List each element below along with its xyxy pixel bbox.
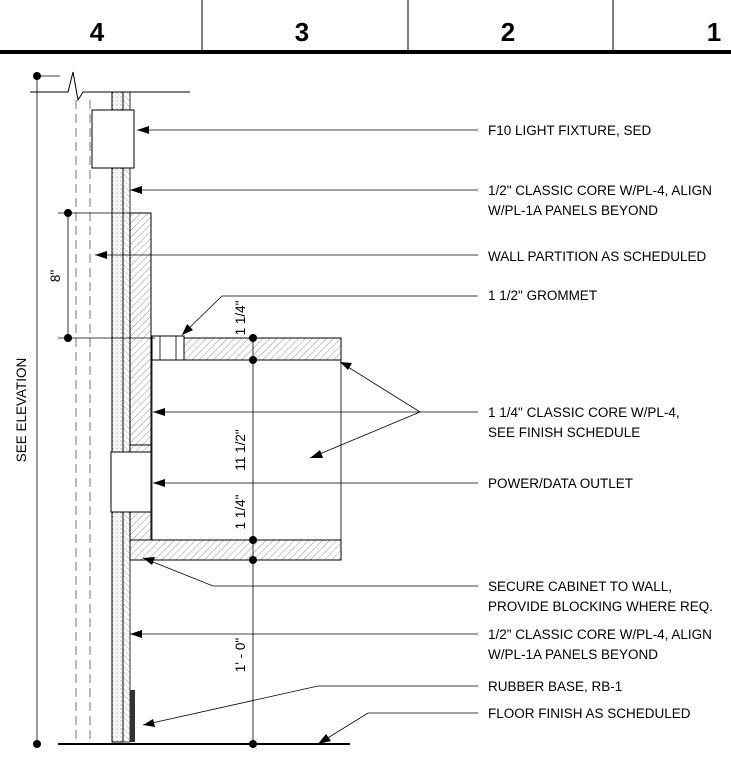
wall-partition <box>30 71 350 745</box>
dim-cabinet-opening: 11 1/2" <box>233 429 248 471</box>
note-floor-finish: FLOOR FINISH AS SCHEDULED <box>488 706 691 721</box>
dim-upper-panel: 8" <box>48 270 63 283</box>
column-number-3: 3 <box>295 17 309 47</box>
dim-top-shelf: 1 1/4" <box>233 300 248 335</box>
cabinet <box>129 335 342 561</box>
dimension-dots <box>33 72 257 748</box>
note-grommet: 1 1/2" GROMMET <box>488 288 597 303</box>
note-classic-core-upper-line1: 1/2" CLASSIC CORE W/PL-4, ALIGN <box>488 183 712 198</box>
column-number-4: 4 <box>90 17 105 47</box>
dim-bottom-shelf: 1 1/4" <box>233 494 248 529</box>
dim-see-elevation: SEE ELEVATION <box>14 358 29 463</box>
dim-base-height: 1' - 0" <box>233 638 248 673</box>
note-classic-core-lower-line2: W/PL-1A PANELS BEYOND <box>488 647 658 662</box>
column-number-2: 2 <box>501 17 515 47</box>
light-fixture <box>91 109 135 169</box>
note-cabinet-core-line2: SEE FINISH SCHEDULE <box>488 425 640 440</box>
note-rubber-base: RUBBER BASE, RB-1 <box>488 679 622 694</box>
leader-arrowheads <box>95 126 352 744</box>
note-power-data-outlet: POWER/DATA OUTLET <box>488 476 633 491</box>
grommet <box>151 335 185 361</box>
note-classic-core-upper-line2: W/PL-1A PANELS BEYOND <box>488 203 658 218</box>
note-cabinet-core-line1: 1 1/4" CLASSIC CORE W/PL-4, <box>488 405 680 420</box>
note-classic-core-lower-line1: 1/2" CLASSIC CORE W/PL-4, ALIGN <box>488 627 712 642</box>
column-header-strip: 4 3 2 1 <box>0 0 731 54</box>
power-data-outlet <box>110 451 152 513</box>
leader-lines <box>95 129 478 745</box>
note-secure-cabinet-line1: SECURE CABINET TO WALL, <box>488 579 672 594</box>
note-secure-cabinet-line2: PROVIDE BLOCKING WHERE REQ. <box>488 599 713 614</box>
note-wall-partition: WALL PARTITION AS SCHEDULED <box>488 249 707 264</box>
notes: F10 LIGHT FIXTURE, SED 1/2" CLASSIC CORE… <box>488 123 713 721</box>
note-light-fixture: F10 LIGHT FIXTURE, SED <box>488 123 652 138</box>
column-number-1: 1 <box>707 17 721 47</box>
